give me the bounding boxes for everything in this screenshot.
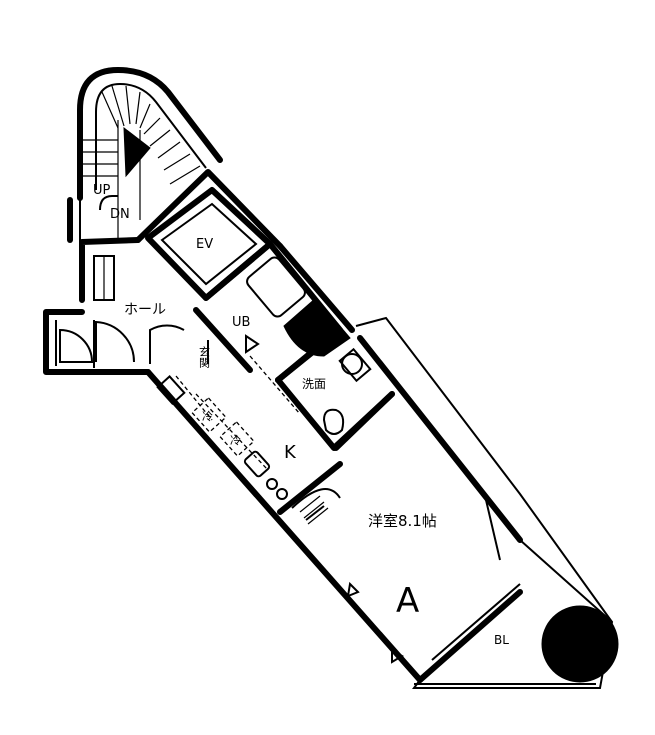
stove-burner-2: [276, 488, 288, 500]
stove-burner-1: [266, 478, 278, 490]
sink: [243, 450, 271, 478]
hall-label: ホール: [124, 302, 166, 318]
western-room-label: 洋室8.1帖: [368, 512, 437, 530]
balcony: BL: [355, 316, 619, 689]
unit-bath: UB: [203, 241, 351, 383]
exterior-walls: [43, 169, 523, 683]
washroom-label: 洗面: [302, 377, 326, 391]
balcony-label: BL: [494, 633, 509, 647]
bathtub: [246, 256, 306, 318]
entry-door: [59, 328, 94, 363]
fridge-label-1: 冷: [202, 410, 213, 423]
stair-arrow-icon: [123, 126, 151, 178]
unit-type-label: A: [396, 581, 419, 621]
staircase: UP DN: [67, 67, 223, 245]
hall-door-2: [149, 324, 185, 364]
western-room: 洋室8.1帖 A: [299, 391, 501, 664]
fridge-space-1: [191, 397, 227, 433]
kitchen-label: K: [284, 442, 297, 463]
elevator: EV: [145, 187, 273, 301]
stair-down-label: DN: [110, 207, 130, 222]
toilet: [322, 408, 345, 435]
entrance: 玄関: [156, 307, 253, 421]
stair-up-label: UP: [93, 183, 111, 198]
fridge-space-2: [219, 421, 255, 457]
ev-label: EV: [196, 237, 213, 252]
fridge-label-2: 冷: [230, 434, 241, 447]
outdoor-unit: [541, 605, 619, 683]
hall-area: ホール: [59, 255, 185, 364]
hall-door: [95, 320, 136, 363]
ub-label: UB: [232, 315, 250, 330]
kitchen: 冷 冷 K: [191, 393, 343, 515]
shoe-box: [156, 375, 186, 405]
room-door: [291, 488, 341, 509]
entrance-label: 玄関: [198, 345, 211, 368]
